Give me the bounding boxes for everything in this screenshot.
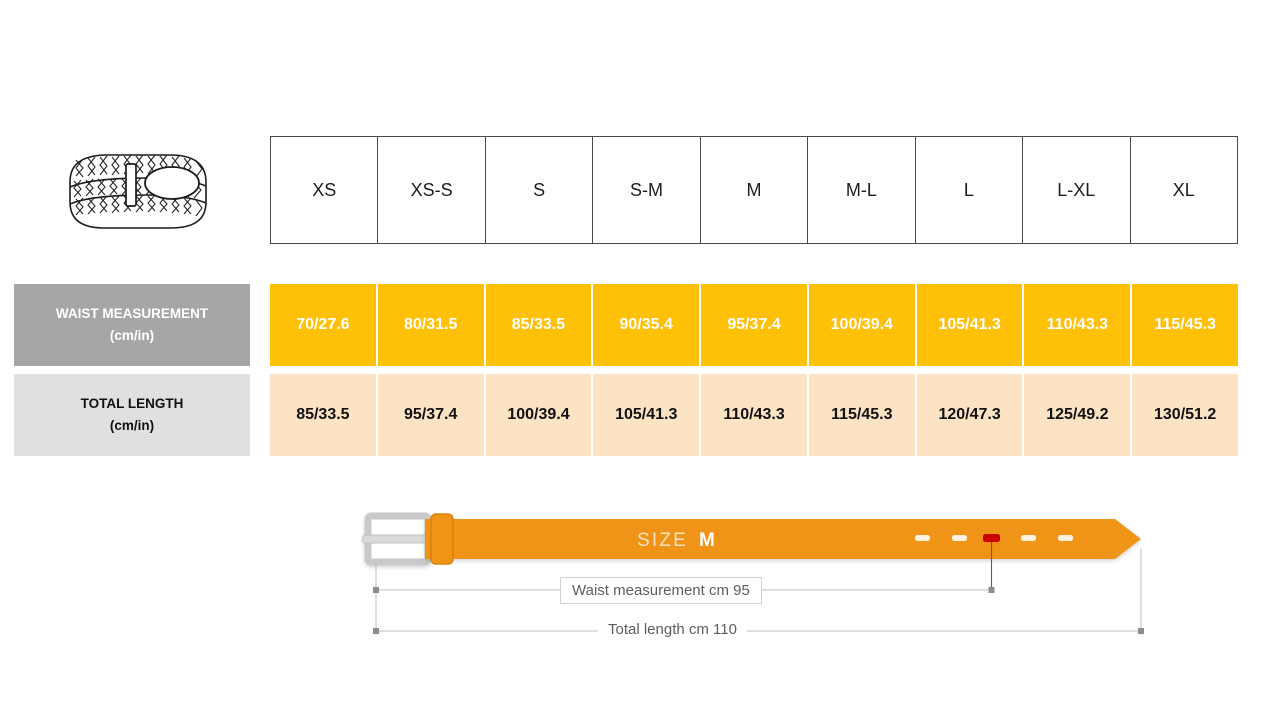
size-header-label: L: [963, 179, 974, 200]
waist-value-cell: 85/33.5: [485, 284, 594, 366]
cell-value: 90/35.4: [619, 316, 673, 333]
belt-measurement-diagram: [355, 500, 1155, 650]
cell-value: 80/31.5: [403, 316, 458, 333]
size-header-cell: XL: [1131, 137, 1237, 243]
cell-value: 95/37.4: [403, 406, 458, 423]
waist-measurement-row: WAIST MEASUREMENT (cm/in) 70/27.6 80/31.…: [14, 284, 1239, 366]
size-header-label: XS: [312, 179, 337, 200]
total-length-value-cells: 85/33.5 95/37.4 100/39.4 105/41.3 110/43…: [270, 374, 1239, 456]
product-belt-illustration: [52, 140, 222, 240]
size-header-cell: M: [701, 137, 809, 243]
row-label-line1: TOTAL LENGTH: [80, 395, 184, 411]
cell-value: 130/51.2: [1154, 406, 1217, 423]
size-header-cell: S-M: [593, 137, 701, 243]
total-length-row: TOTAL LENGTH (cm/in) 85/33.5 95/37.4 100…: [14, 374, 1239, 456]
size-header-label: M: [746, 179, 762, 200]
total-length-value-cell: 130/51.2: [1132, 374, 1239, 456]
size-header-table: XS XS-S S S-M M M-L L L-XL XL: [270, 136, 1238, 244]
size-header-cell: XS-S: [378, 137, 486, 243]
total-length-value-cell: 95/37.4: [377, 374, 486, 456]
size-header-label: S-M: [630, 179, 664, 200]
waist-value-cell: 100/39.4: [808, 284, 917, 366]
cell-value: 70/27.6: [296, 316, 350, 333]
cell-value: 105/41.3: [615, 406, 678, 423]
cell-value: 105/41.3: [938, 316, 1001, 333]
total-length-value-cell: 110/43.3: [701, 374, 809, 456]
total-length-dimension-label: Total length cm 110: [598, 619, 747, 640]
waist-value-cell: 90/35.4: [593, 284, 702, 366]
cell-value: 110/43.3: [723, 406, 785, 423]
total-length-value-cell: 125/49.2: [1024, 374, 1133, 456]
waist-value-cell: 110/43.3: [1024, 284, 1133, 366]
cell-value: 100/39.4: [507, 406, 570, 423]
cell-value: 120/47.3: [938, 406, 1001, 423]
cell-value: 115/45.3: [831, 406, 893, 423]
size-header-label: M-L: [845, 179, 877, 200]
size-header-label: XS-S: [410, 179, 453, 200]
size-header-cell: L: [916, 137, 1024, 243]
total-length-value-cell: 120/47.3: [916, 374, 1025, 456]
total-length-value-cell: 85/33.5: [270, 374, 378, 456]
cell-value: 85/33.5: [511, 316, 566, 333]
total-length-value-cell: 115/45.3: [808, 374, 917, 456]
size-header-cell: M-L: [808, 137, 916, 243]
waist-measurement-label: WAIST MEASUREMENT (cm/in): [14, 284, 250, 366]
size-header-label: L-XL: [1057, 179, 1096, 200]
total-length-value-cell: 100/39.4: [485, 374, 594, 456]
row-label-line2: (cm/in): [109, 328, 155, 343]
row-label-line1: WAIST MEASUREMENT: [55, 305, 209, 321]
waist-value-cell: 115/45.3: [1132, 284, 1239, 366]
waist-value-cell: 95/37.4: [701, 284, 809, 366]
total-length-value-cell: 105/41.3: [593, 374, 702, 456]
size-header-cell: S: [486, 137, 594, 243]
waist-value-cell: 80/31.5: [377, 284, 486, 366]
waist-value-cells: 70/27.6 80/31.5 85/33.5 90/35.4 95/37.4 …: [270, 284, 1239, 366]
waist-dimension-label: Waist measurement cm 95: [560, 577, 762, 604]
cell-value: 100/39.4: [830, 316, 893, 333]
cell-value: 85/33.5: [296, 406, 350, 423]
size-header-label: XL: [1172, 179, 1195, 200]
waist-value-cell: 70/27.6: [270, 284, 378, 366]
size-header-label: S: [533, 179, 546, 200]
cell-value: 115/45.3: [1154, 316, 1216, 333]
total-length-label: TOTAL LENGTH (cm/in): [14, 374, 250, 456]
waist-value-cell: 105/41.3: [916, 284, 1025, 366]
row-label-line2: (cm/in): [109, 418, 155, 433]
cell-value: 95/37.4: [727, 316, 781, 333]
size-header-cell: L-XL: [1023, 137, 1131, 243]
size-header-cell: XS: [271, 137, 379, 243]
cell-value: 125/49.2: [1046, 406, 1109, 423]
cell-value: 110/43.3: [1046, 316, 1109, 333]
